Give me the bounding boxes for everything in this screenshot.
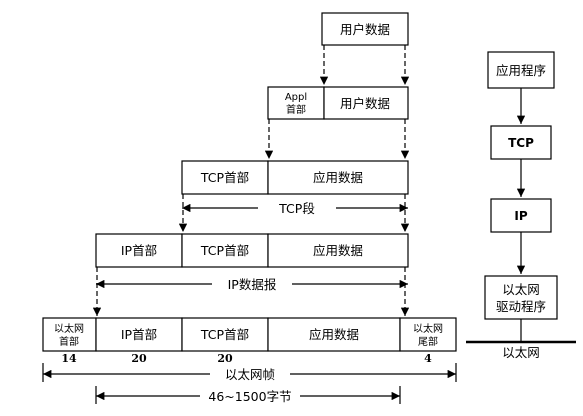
tcp-segment-label: TCP段 xyxy=(278,201,315,216)
appl-user-data-label: 用户数据 xyxy=(340,96,390,111)
tcp-header-label: TCP首部 xyxy=(200,170,249,185)
tcp-app-data-box xyxy=(267,160,409,195)
eth-header-line1: 以太网 xyxy=(54,322,84,335)
eth-trailer-line1: 以太网 xyxy=(413,322,443,335)
tcp-app-data-label: 应用数据 xyxy=(313,170,363,185)
eth-trailer-box xyxy=(399,317,457,352)
payload-range-label: 46~1500字节 xyxy=(208,389,291,404)
stack-ip-label: IP xyxy=(514,209,527,223)
ip-datagram-label: IP数据报 xyxy=(228,277,277,292)
user-data-label: 用户数据 xyxy=(340,22,390,37)
row-application: Appl 首部 用户数据 xyxy=(267,86,409,120)
stack-tcp-label: TCP xyxy=(508,136,534,150)
ip-tcp-header-label: TCP首部 xyxy=(200,243,249,258)
stack-ethernet-label: 以太网 xyxy=(502,345,540,360)
stack-driver-line2: 驱动程序 xyxy=(496,299,546,314)
stack-application-box xyxy=(487,51,555,89)
tcp-header-bytes: 20 xyxy=(217,352,233,365)
user-data-box xyxy=(321,12,409,46)
stack-application-label: 应用程序 xyxy=(496,63,546,78)
eth-app-data-label: 应用数据 xyxy=(309,327,359,342)
tcp-header-box xyxy=(181,160,269,195)
eth-header-line2: 首部 xyxy=(59,335,79,348)
stack-ip-box xyxy=(490,198,552,233)
protocol-stack: 应用程序 TCP IP 以太网 驱动程序 以太网 xyxy=(466,51,576,360)
eth-trailer-line2: 尾部 xyxy=(418,335,438,348)
row-ip: IP首部 TCP首部 应用数据 xyxy=(95,233,409,268)
eth-ip-header-box xyxy=(95,317,183,352)
eth-app-data-box xyxy=(267,317,401,352)
eth-tcp-header-label: TCP首部 xyxy=(200,327,249,342)
eth-header-bytes: 14 xyxy=(61,352,77,365)
appl-header-line1: Appl xyxy=(285,92,307,103)
eth-trailer-bytes: 4 xyxy=(424,352,432,365)
eth-ip-header-label: IP首部 xyxy=(121,327,157,342)
ip-header-bytes: 20 xyxy=(131,352,147,365)
row-user-data: 用户数据 xyxy=(321,12,409,46)
ip-header-label: IP首部 xyxy=(121,243,157,258)
appl-header-line2: 首部 xyxy=(286,103,306,116)
row-tcp: TCP首部 应用数据 xyxy=(181,160,409,195)
ip-app-data-label: 应用数据 xyxy=(313,243,363,258)
row-ethernet: 以太网 首部 IP首部 TCP首部 应用数据 以太网 尾部 xyxy=(42,317,457,352)
stack-driver-box xyxy=(484,275,558,320)
stack-driver-line1: 以太网 xyxy=(502,282,540,297)
eth-frame-label: 以太网帧 xyxy=(225,367,275,382)
stack-tcp-box xyxy=(490,125,552,160)
appl-header-box xyxy=(267,86,325,120)
ip-app-data-box xyxy=(267,233,409,268)
appl-user-data-box xyxy=(323,86,409,120)
